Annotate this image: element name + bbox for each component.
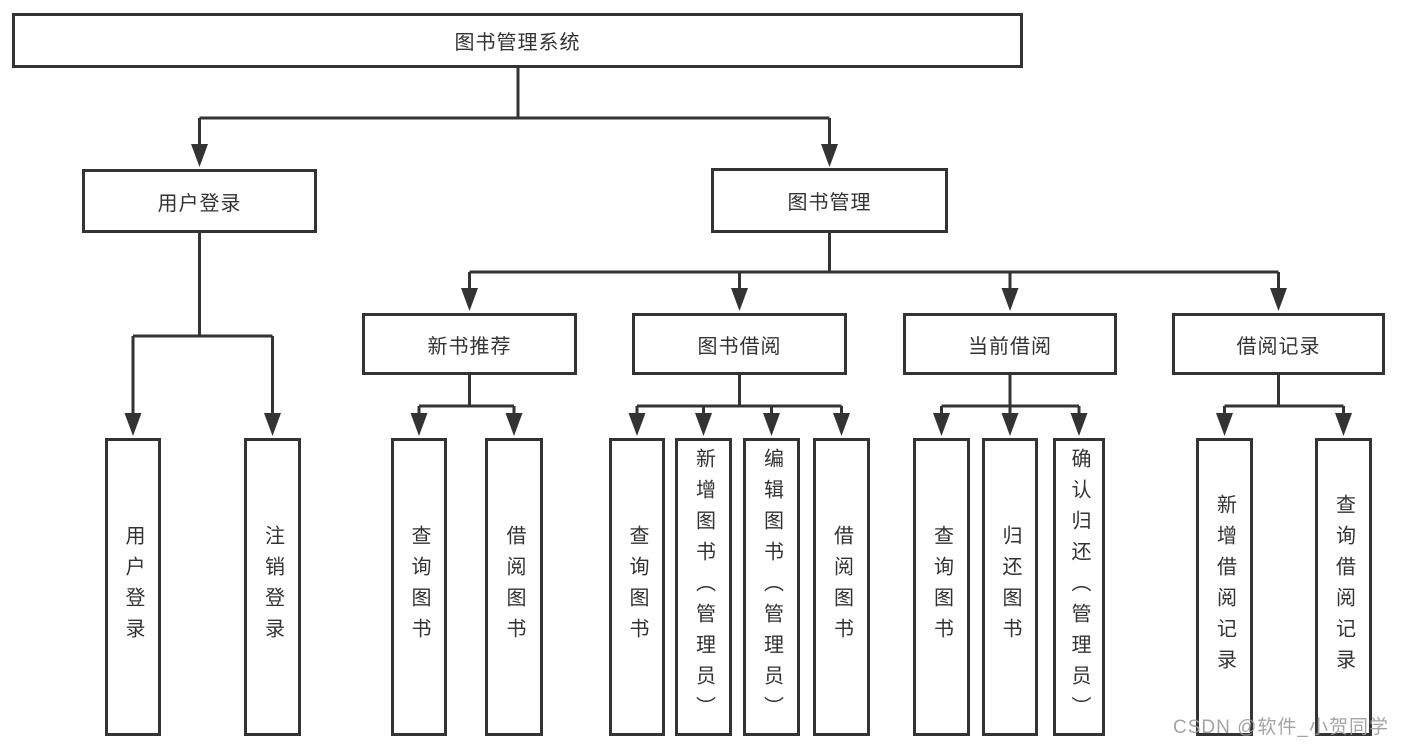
leaf-recommend-query-book-label: 查询图书 <box>408 525 430 649</box>
leaf-user-login: 用户登录 <box>105 438 161 736</box>
leaf-logout: 注销登录 <box>244 438 301 736</box>
leaf-records-add-record-label: 新增借阅记录 <box>1213 494 1236 680</box>
node-book-management: 图书管理 <box>711 168 948 233</box>
node-current-borrow-label: 当前借阅 <box>968 335 1052 358</box>
node-user-login-label: 用户登录 <box>157 192 242 215</box>
leaf-borrow-query-book: 查询图书 <box>609 438 665 736</box>
leaf-borrow-borrow-book: 借阅图书 <box>813 438 870 736</box>
node-book-management-label: 图书管理 <box>787 192 872 214</box>
leaf-current-confirm-return-admin-label: 确认归还（管理员） <box>1068 447 1090 727</box>
node-borrow-records-label: 借阅记录 <box>1236 335 1321 358</box>
arrowhead-icons <box>124 144 1352 436</box>
leaf-records-query-record-label: 查询借阅记录 <box>1332 494 1355 680</box>
node-user-login: 用户登录 <box>82 169 317 233</box>
leaf-borrow-add-book-admin: 新增图书（管理员） <box>675 438 732 736</box>
leaf-current-query-book-label: 查询图书 <box>930 525 953 649</box>
leaf-recommend-borrow-book: 借阅图书 <box>485 438 543 736</box>
leaf-current-query-book: 查询图书 <box>913 438 970 736</box>
leaf-current-confirm-return-admin: 确认归还（管理员） <box>1053 438 1105 736</box>
leaf-borrow-edit-book-admin: 编辑图书（管理员） <box>743 438 800 736</box>
leaf-borrow-add-book-admin-label: 新增图书（管理员） <box>692 447 715 727</box>
node-root: 图书管理系统 <box>12 13 1023 68</box>
node-root-label: 图书管理系统 <box>454 32 581 54</box>
node-new-book-recommend-label: 新书推荐 <box>427 335 512 358</box>
node-borrow-records: 借阅记录 <box>1172 313 1385 375</box>
node-new-book-recommend: 新书推荐 <box>362 313 577 375</box>
leaf-user-login-label: 用户登录 <box>122 525 144 649</box>
node-book-borrow: 图书借阅 <box>632 313 847 375</box>
node-book-borrow-label: 图书借阅 <box>697 335 782 358</box>
leaf-records-add-record: 新增借阅记录 <box>1196 438 1253 736</box>
leaf-logout-label: 注销登录 <box>261 525 284 649</box>
leaf-records-query-record: 查询借阅记录 <box>1315 438 1372 736</box>
leaf-borrow-query-book-label: 查询图书 <box>626 525 648 649</box>
leaf-recommend-borrow-book-label: 借阅图书 <box>503 525 525 649</box>
leaf-borrow-edit-book-admin-label: 编辑图书（管理员） <box>760 447 783 727</box>
node-current-borrow: 当前借阅 <box>903 313 1117 375</box>
leaf-current-return-book: 归还图书 <box>982 438 1038 736</box>
leaf-recommend-query-book: 查询图书 <box>391 438 447 736</box>
csdn-watermark: CSDN @软件_小贺同学 <box>1173 717 1389 738</box>
leaf-current-return-book-label: 归还图书 <box>999 525 1021 649</box>
leaf-borrow-borrow-book-label: 借阅图书 <box>830 525 853 649</box>
